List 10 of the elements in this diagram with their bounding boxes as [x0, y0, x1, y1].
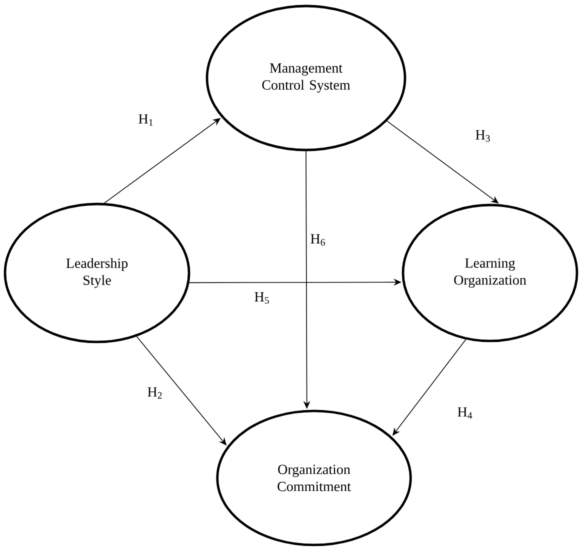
- edge-label: H$_{2}$: [146, 386, 164, 400]
- edge-label: H$_{6}$: [309, 233, 327, 247]
- ellipse-node: Learning Organization: [402, 204, 578, 342]
- ellipse-node: Management Control System: [206, 4, 406, 152]
- ellipse-node: Leadership Style: [4, 202, 190, 344]
- edge-label: H$_{3}$: [474, 129, 492, 143]
- ellipse-node: Organization Commitment: [216, 410, 412, 546]
- edge-label: H$_{4}$: [456, 406, 474, 420]
- edge-label: H$_{5}$: [253, 291, 271, 305]
- edge-label: H$_{1}$: [137, 113, 155, 127]
